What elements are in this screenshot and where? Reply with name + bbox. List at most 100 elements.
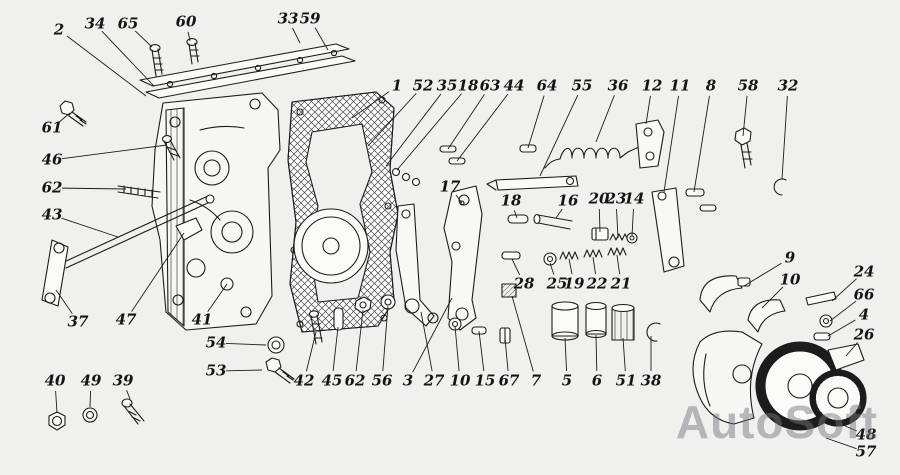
governor-housing	[151, 92, 281, 331]
leader-line-36	[595, 95, 615, 143]
leader-line-45	[332, 326, 339, 372]
part-label-14: 14	[623, 189, 645, 208]
part-label-6: 6	[591, 371, 603, 390]
leader-line-60	[187, 31, 191, 42]
leader-line-62	[355, 309, 364, 372]
leader-line-1	[351, 91, 390, 119]
leader-line-41	[207, 283, 228, 313]
leader-line-24	[831, 278, 857, 302]
screw-46	[161, 135, 181, 161]
bearing-bore	[293, 208, 369, 284]
part-label-17: 17	[439, 177, 461, 196]
leader-line-47	[131, 232, 185, 312]
leader-line-27	[420, 311, 433, 372]
leader-line-32	[781, 95, 788, 180]
leader-line-39	[126, 390, 131, 400]
leader-line-20	[598, 208, 601, 233]
part-label-1: 1	[391, 76, 403, 95]
part-label-65: 65	[117, 14, 139, 33]
leader-line-2	[66, 35, 147, 97]
pins-8	[685, 188, 717, 212]
part-label-24: 24	[853, 262, 875, 281]
part-label-60: 60	[175, 12, 197, 31]
leader-line-58	[742, 95, 748, 137]
washer-66	[819, 314, 833, 328]
part-label-10: 10	[779, 270, 801, 289]
part-label-52: 52	[412, 76, 434, 95]
part-label-25: 25	[546, 274, 568, 293]
bottom-small-parts	[308, 294, 661, 345]
part-label-28: 28	[513, 274, 535, 293]
part-label-18: 18	[500, 191, 522, 210]
leader-line-64	[527, 95, 545, 149]
pin-64	[519, 144, 537, 153]
watermark: AutoSoft	[675, 396, 878, 448]
part-label-45: 45	[321, 371, 343, 390]
leader-line-8	[693, 95, 710, 193]
leader-line-46	[61, 144, 168, 160]
part-label-41: 41	[191, 310, 213, 329]
leader-line-56	[382, 305, 389, 372]
part-label-11: 11	[669, 76, 691, 95]
leader-line-18	[396, 93, 462, 171]
part-label-8: 8	[705, 76, 717, 95]
part-label-54: 54	[205, 333, 227, 352]
rod-55	[486, 175, 579, 191]
leader-line-9	[743, 262, 782, 287]
leader-line-7	[511, 295, 534, 372]
pin-row-18	[391, 167, 421, 187]
part-label-62: 62	[41, 178, 63, 197]
part-label-55: 55	[571, 76, 593, 95]
part-label-64: 64	[536, 76, 558, 95]
part-label-19: 19	[563, 274, 585, 293]
pin-24	[805, 291, 837, 306]
part-label-32: 32	[777, 76, 799, 95]
leader-line-15	[478, 330, 485, 372]
leader-line-53	[225, 369, 263, 372]
leader-line-49	[89, 390, 92, 408]
part-label-38: 38	[640, 371, 662, 390]
part-label-42: 42	[293, 371, 315, 390]
stud-62	[117, 185, 161, 199]
leader-line-43	[61, 217, 119, 238]
pin-4	[813, 332, 831, 341]
leader-line-34	[101, 30, 155, 87]
leader-line-4	[827, 319, 856, 337]
part-label-2: 2	[53, 20, 65, 39]
part-label-40: 40	[44, 371, 66, 390]
leader-line-59	[314, 27, 329, 51]
fork-lever-27	[395, 203, 439, 327]
leader-line-3	[412, 297, 453, 373]
leader-line-14	[631, 208, 634, 237]
leader-line-55	[539, 94, 579, 177]
part-label-3: 3	[402, 371, 414, 390]
weight-9	[699, 275, 751, 313]
part-label-44: 44	[503, 76, 525, 95]
part-label-58: 58	[737, 76, 759, 95]
part-label-67: 67	[498, 371, 520, 390]
part-label-20: 20	[588, 189, 610, 208]
part-label-47: 47	[115, 310, 137, 329]
governor-body	[692, 330, 763, 425]
part-label-37: 37	[67, 312, 89, 331]
leader-line-57	[825, 437, 857, 450]
leader-line-18	[513, 210, 518, 219]
lever-37	[41, 239, 69, 307]
part-label-12: 12	[641, 76, 663, 95]
part-label-59: 59	[299, 9, 321, 28]
leader-line-23	[616, 208, 619, 239]
bolt-61	[59, 100, 87, 127]
leader-line-26	[845, 342, 858, 357]
part-label-57: 57	[855, 442, 877, 461]
leader-line-67	[504, 337, 509, 372]
link-11	[651, 187, 685, 273]
bolt-39	[121, 398, 145, 425]
leader-line-10	[454, 325, 460, 372]
part-label-33: 33	[277, 9, 299, 28]
bolt-53	[265, 357, 295, 384]
control-rod-43	[63, 194, 215, 269]
leader-line-19	[568, 258, 573, 275]
part-label-48: 48	[855, 425, 877, 444]
